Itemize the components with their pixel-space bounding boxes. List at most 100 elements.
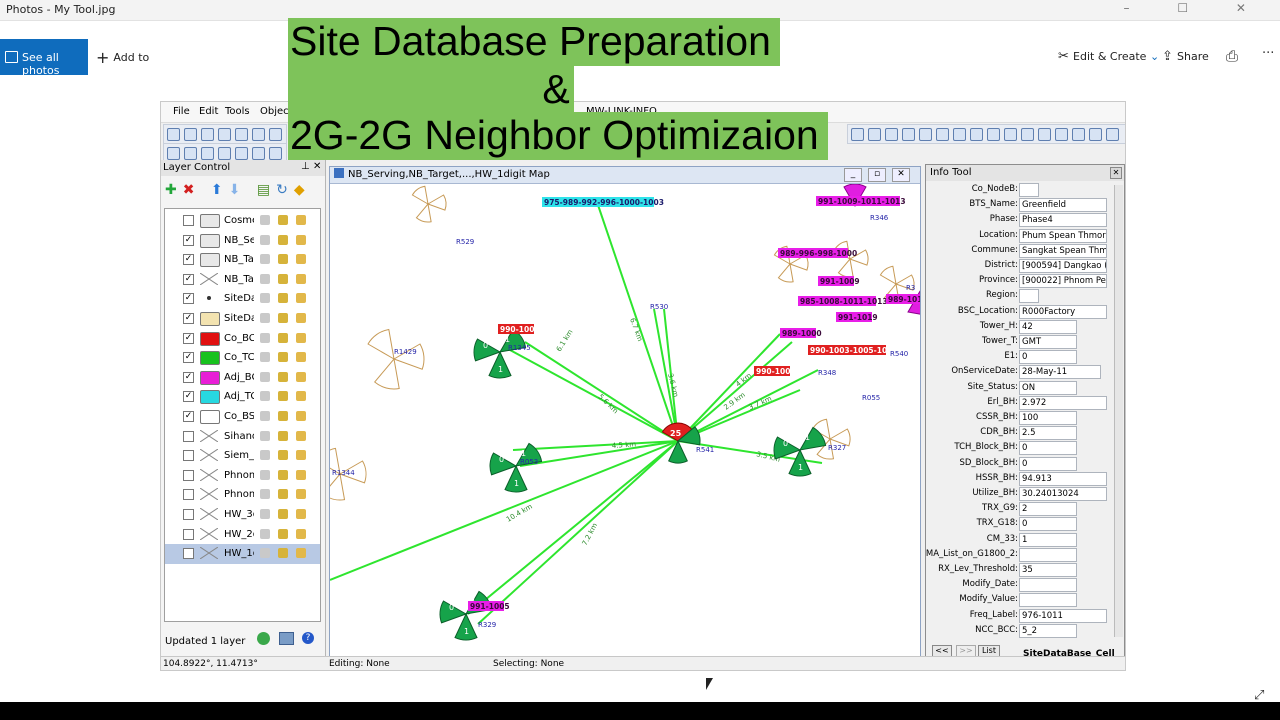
layer-row[interactable]: ✓SiteDat bbox=[165, 289, 320, 309]
info-field-value[interactable] bbox=[1019, 547, 1077, 562]
layer-select-icon[interactable] bbox=[278, 430, 288, 441]
layer-visible-checkbox[interactable] bbox=[183, 215, 194, 226]
layer-label-icon[interactable] bbox=[296, 528, 306, 539]
refresh-icon[interactable]: ↻ bbox=[276, 182, 294, 198]
layer-row[interactable]: ✓Adj_BC bbox=[165, 368, 320, 388]
pin-icon[interactable]: ⊥ bbox=[301, 161, 310, 172]
cut-icon[interactable] bbox=[235, 128, 248, 141]
select-icon[interactable] bbox=[184, 147, 197, 160]
layer-edit-icon[interactable] bbox=[260, 352, 270, 363]
info-field-value[interactable]: 0 bbox=[1019, 456, 1077, 471]
info-field-value[interactable]: 5_2 bbox=[1019, 623, 1077, 638]
layer-row[interactable]: Siem_R bbox=[165, 446, 320, 466]
map-svg[interactable]: 6.1 km5.6 km6.7 km3.6 km4.5 km3.5 km4 km… bbox=[330, 184, 920, 659]
layer-row[interactable]: ✓NB_Tar bbox=[165, 250, 320, 270]
move-down-icon[interactable]: ⬇ bbox=[228, 182, 247, 198]
layer-label-icon[interactable] bbox=[296, 489, 306, 500]
layer-edit-icon[interactable] bbox=[260, 509, 270, 519]
menu-edit[interactable]: Edit bbox=[199, 106, 219, 117]
info-scrollbar[interactable] bbox=[1114, 185, 1123, 637]
layer-edit-icon[interactable] bbox=[260, 489, 270, 500]
layer-visible-checkbox[interactable]: ✓ bbox=[183, 273, 194, 285]
layer-visible-checkbox[interactable] bbox=[183, 548, 194, 560]
layer-visible-checkbox[interactable] bbox=[183, 489, 194, 501]
layer-label-icon[interactable] bbox=[296, 391, 306, 402]
close-icon[interactable]: ✕ bbox=[313, 161, 322, 172]
layer-select-icon[interactable] bbox=[278, 273, 288, 284]
info-field-value[interactable]: 976-1011 bbox=[1019, 608, 1107, 623]
info-field-value[interactable]: 35 bbox=[1019, 563, 1077, 577]
layer-label-icon[interactable] bbox=[296, 411, 306, 421]
layer-label-icon[interactable] bbox=[296, 548, 306, 559]
draw-icon[interactable] bbox=[851, 128, 864, 141]
layer-select-icon[interactable] bbox=[278, 332, 288, 343]
info-field-value[interactable]: [900022] Phnom Penh bbox=[1019, 274, 1107, 289]
info-field-value[interactable]: R000Factory bbox=[1019, 304, 1107, 319]
info-field-value[interactable]: 2.972 bbox=[1019, 395, 1107, 410]
text-icon[interactable] bbox=[987, 128, 1000, 141]
layer-edit-icon[interactable] bbox=[260, 411, 270, 421]
save-icon[interactable] bbox=[201, 128, 214, 141]
window-controls[interactable]: – ☐ ✕ bbox=[1123, 1, 1268, 15]
info-field-value[interactable]: 30.24013024 bbox=[1019, 487, 1107, 501]
pan-icon[interactable] bbox=[235, 147, 248, 160]
info-field-value[interactable]: [900594] Dangkao (dis bbox=[1019, 259, 1107, 273]
minimize-button[interactable]: _ bbox=[844, 168, 862, 182]
info-field-value[interactable]: 94.913 bbox=[1019, 471, 1107, 486]
layer-label-icon[interactable] bbox=[296, 234, 306, 245]
help-icon[interactable]: ? bbox=[302, 632, 314, 644]
rounded-rectangle-icon[interactable] bbox=[970, 128, 983, 141]
remove-layer-icon[interactable]: ✖ bbox=[182, 182, 201, 198]
layer-select-icon[interactable] bbox=[278, 293, 288, 304]
layer-edit-icon[interactable] bbox=[260, 332, 270, 343]
info-field-value[interactable]: Sangkat Spean Thmor bbox=[1019, 243, 1107, 258]
layer-row[interactable]: Phnom bbox=[165, 466, 320, 486]
rectangle-icon[interactable] bbox=[953, 128, 966, 141]
layer-label-icon[interactable] bbox=[296, 352, 306, 363]
maximize-button[interactable]: ▫ bbox=[868, 168, 886, 182]
info-field-value[interactable] bbox=[1019, 289, 1039, 304]
layer-select-icon[interactable] bbox=[278, 469, 288, 480]
layer-select-icon[interactable] bbox=[278, 371, 288, 382]
layer-edit-icon[interactable] bbox=[260, 469, 270, 480]
layer-row[interactable]: Phnom bbox=[165, 485, 320, 505]
layer-edit-icon[interactable] bbox=[260, 548, 270, 559]
zoom-in-icon[interactable] bbox=[201, 147, 214, 160]
layer-select-icon[interactable] bbox=[278, 509, 288, 519]
layer-visible-checkbox[interactable]: ✓ bbox=[183, 332, 194, 344]
more-options-button[interactable]: ··· bbox=[1262, 46, 1274, 61]
add-to-button[interactable]: +Add to bbox=[96, 48, 149, 67]
layer-row[interactable]: ✓Co_TCH bbox=[165, 348, 320, 368]
layer-visible-checkbox[interactable]: ✓ bbox=[183, 411, 194, 422]
see-all-photos-button[interactable]: See all photos bbox=[0, 39, 88, 77]
layer-row[interactable]: ✓NB_Tar bbox=[165, 270, 320, 290]
ellipse-icon[interactable] bbox=[936, 128, 949, 141]
info-field-value[interactable]: 0 bbox=[1019, 517, 1077, 532]
layer-edit-icon[interactable] bbox=[260, 430, 270, 441]
info-field-value[interactable] bbox=[1019, 578, 1077, 593]
link-icon[interactable] bbox=[1072, 128, 1085, 141]
layer-label-icon[interactable] bbox=[296, 215, 306, 225]
layer-edit-icon[interactable] bbox=[260, 254, 270, 265]
layer-label-icon[interactable] bbox=[296, 313, 306, 323]
add-layer-icon[interactable]: ✚ bbox=[165, 182, 183, 198]
print-button[interactable]: ⎙ bbox=[1226, 47, 1238, 65]
layer-visible-checkbox[interactable]: ✓ bbox=[183, 352, 194, 364]
zoom-out-icon[interactable] bbox=[218, 147, 231, 160]
layer-view-icon[interactable] bbox=[279, 632, 294, 645]
paste-icon[interactable] bbox=[269, 128, 282, 141]
pointer-icon[interactable] bbox=[167, 147, 180, 160]
layer-row[interactable]: ✓Adj_TC bbox=[165, 387, 320, 407]
info-field-value[interactable] bbox=[1019, 593, 1077, 608]
layer-row[interactable]: HW_2d bbox=[165, 525, 320, 545]
layer-row[interactable]: HW_1d bbox=[165, 544, 320, 565]
layer-select-icon[interactable] bbox=[278, 391, 288, 402]
layer-row[interactable]: Cosmet bbox=[165, 211, 320, 231]
layer-edit-icon[interactable] bbox=[260, 450, 270, 461]
layer-edit-icon[interactable] bbox=[260, 313, 270, 323]
layer-label-icon[interactable] bbox=[296, 254, 306, 265]
edit-create-button[interactable]: ✂ Edit & Create ⌄ bbox=[1058, 49, 1159, 64]
layer-edit-icon[interactable] bbox=[260, 234, 270, 245]
info-field-value[interactable] bbox=[1019, 183, 1039, 197]
